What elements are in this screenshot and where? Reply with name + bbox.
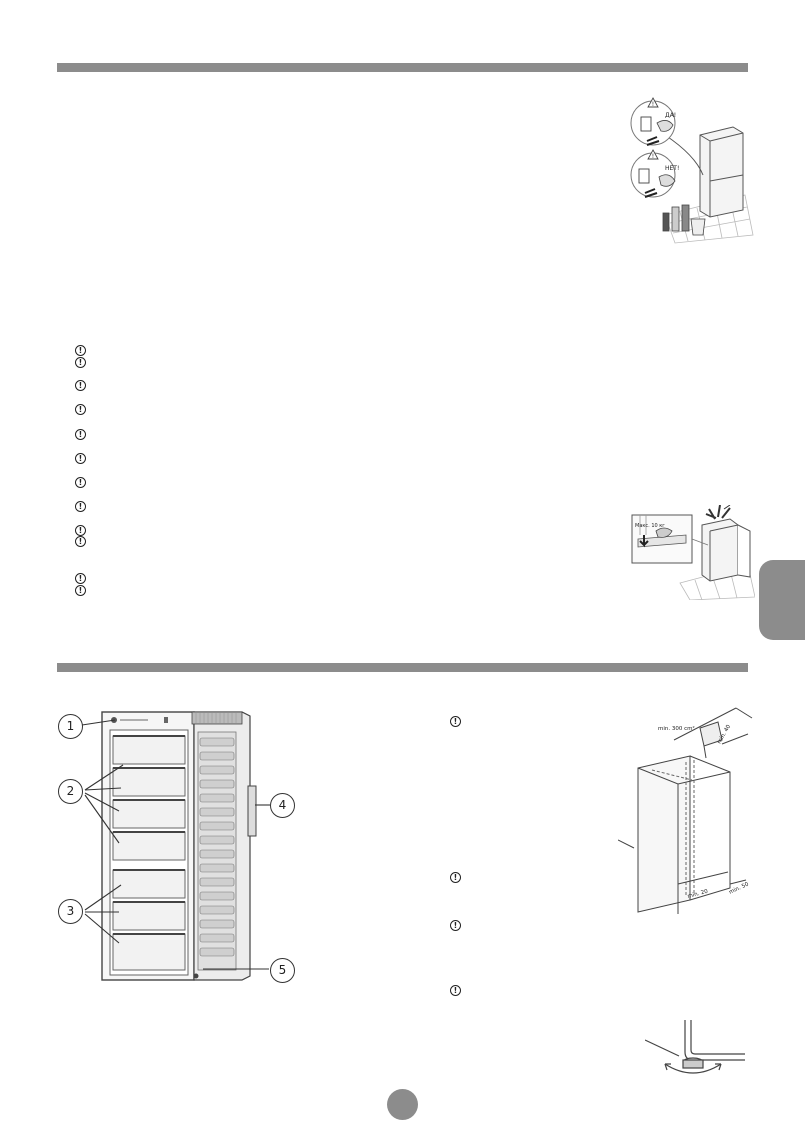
section-side-tab: [759, 560, 805, 640]
warning-icon: !: [75, 357, 86, 368]
svg-text:!: !: [652, 153, 654, 160]
warning-icon: !: [75, 585, 86, 596]
warning-icon: !: [450, 985, 461, 996]
warning-icon: !: [75, 536, 86, 547]
callout-5: 5: [270, 958, 295, 983]
page-number-marker: [387, 1089, 418, 1120]
section-header-bar: [57, 63, 748, 72]
warning-icon: !: [75, 429, 86, 440]
warning-icon: !: [75, 380, 86, 391]
warning-icon: !: [75, 573, 86, 584]
warning-icon: !: [75, 404, 86, 415]
max-load-illustration: Макс. 10 кг: [631, 505, 755, 600]
callout-1: 1: [58, 714, 83, 739]
warning-icon: !: [75, 501, 86, 512]
svg-text:!: !: [652, 101, 654, 108]
warning-icon: !: [75, 477, 86, 488]
callout-lines: [81, 719, 270, 970]
no-sign-label: НЕТ!: [665, 165, 679, 172]
leveling-foot-diagram: [645, 1020, 745, 1074]
warning-icon: !: [75, 525, 86, 536]
warning-icon: !: [75, 453, 86, 464]
warning-icon: !: [75, 345, 86, 356]
warning-icon: !: [450, 920, 461, 931]
warning-icon: !: [450, 872, 461, 883]
freezer-diagram: [101, 711, 257, 981]
plug-warning-illustration: ! ДА! ! НЕТ!: [630, 97, 754, 244]
callout-4: 4: [270, 793, 295, 818]
front-width-label: min. 20: [687, 889, 709, 900]
warning-icon: !: [450, 716, 461, 727]
clearance-diagram: min. 300 cm² min. 40 min. 20 min. 50: [618, 707, 753, 914]
section-header-bar: [57, 663, 748, 672]
top-clearance-label: min. 300 cm²: [658, 725, 695, 732]
callout-3: 3: [58, 899, 83, 924]
yes-sign-label: ДА!: [665, 112, 676, 119]
callout-2: 2: [58, 779, 83, 804]
max-load-label: Макс. 10 кг: [635, 523, 665, 529]
